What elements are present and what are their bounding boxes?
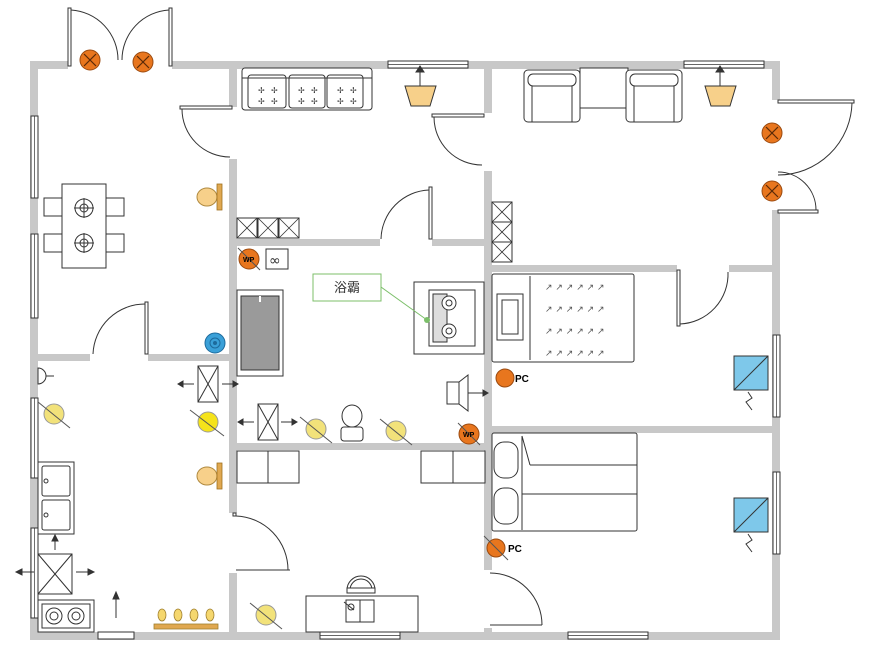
- callout-box: 浴霸: [312, 273, 430, 323]
- coffee-table: [579, 67, 629, 109]
- ceiling-light-icon: [761, 122, 783, 144]
- sofa-cushion-marks: ✢ ✢ ✢ ✢ ✢ ✢ ✢ ✢ ✢ ✢ ✢ ✢: [258, 86, 357, 106]
- arrows: [237, 418, 298, 426]
- ceiling-light-icon: [79, 49, 101, 71]
- wall-light-icon: [249, 602, 283, 630]
- svg-text:✢: ✢: [350, 97, 357, 106]
- stove-icon: [37, 599, 95, 633]
- wall-light-icon: [189, 409, 225, 437]
- desk-icon: [305, 575, 419, 633]
- svg-text:✢: ✢: [311, 97, 318, 106]
- svg-text:✢: ✢: [337, 97, 344, 106]
- door-openings: [68, 60, 781, 628]
- wp-label: WP: [463, 432, 475, 439]
- ceiling-light-icon: [132, 51, 154, 73]
- wall-light-icon: [299, 416, 333, 444]
- bulb-row: [153, 608, 219, 630]
- callout-label: 浴霸: [334, 281, 360, 296]
- range-hood-icon: [14, 533, 96, 595]
- wall-lamp-icon: [37, 367, 54, 385]
- bed-icon: [491, 432, 638, 532]
- svg-text:✢: ✢: [311, 86, 318, 95]
- svg-text:✢: ✢: [298, 86, 305, 95]
- ceiling-light-icon: [761, 180, 783, 202]
- svg-text:↗ ↗ ↗ ↗ ↗ ↗: ↗ ↗ ↗ ↗ ↗ ↗: [545, 305, 605, 315]
- arrow-up-icon: [112, 590, 120, 618]
- dining-table-icon: [43, 183, 125, 269]
- pc-light: PC: [483, 535, 522, 561]
- svg-text:↗ ↗ ↗ ↗ ↗ ↗: ↗ ↗ ↗ ↗ ↗ ↗: [545, 327, 605, 337]
- bed-pattern: ↗ ↗ ↗ ↗ ↗ ↗ ↗ ↗ ↗ ↗ ↗ ↗ ↗ ↗ ↗ ↗ ↗ ↗ ↗ ↗ …: [545, 283, 605, 359]
- window-ac-icon: [733, 355, 769, 411]
- wall-light-icon: [379, 418, 413, 446]
- wp-light: WP: [237, 247, 261, 271]
- svg-text:✢: ✢: [298, 97, 305, 106]
- bed-icon: [491, 273, 635, 363]
- windows: [30, 60, 781, 640]
- pc-label: PC: [508, 544, 522, 555]
- toilet-icon: [340, 404, 364, 442]
- wall-sconce-icon: [196, 462, 223, 490]
- vent-fan-icon: ∞: [265, 248, 289, 270]
- svg-text:✢: ✢: [271, 86, 278, 95]
- svg-text:✢: ✢: [350, 86, 357, 95]
- svg-text:✢: ✢: [258, 97, 265, 106]
- window-ac-icon: [446, 373, 489, 413]
- wp-label: WP: [243, 257, 255, 264]
- armchair-icon: [625, 69, 683, 123]
- svg-text:✢: ✢: [271, 97, 278, 106]
- svg-text:✢: ✢: [258, 86, 265, 95]
- svg-text:✢: ✢: [337, 86, 344, 95]
- vent-icon: [404, 65, 437, 107]
- doors: [67, 7, 855, 626]
- bathtub-icon: [236, 289, 284, 377]
- window-ac-icon: [177, 365, 239, 403]
- svg-text:↗ ↗ ↗ ↗ ↗ ↗: ↗ ↗ ↗ ↗ ↗ ↗: [545, 349, 605, 359]
- wall-sconce-icon: [196, 183, 223, 211]
- wp-light: WP: [457, 422, 481, 446]
- wall-light-icon: [37, 401, 71, 429]
- sofa-icon: [241, 67, 373, 111]
- fan-icon: [204, 332, 226, 354]
- svg-text:↗ ↗ ↗ ↗ ↗ ↗: ↗ ↗ ↗ ↗ ↗ ↗: [545, 283, 605, 293]
- cabinet: [236, 450, 486, 484]
- pc-label: PC: [515, 374, 529, 385]
- walls: [30, 61, 780, 640]
- vent-icon: [704, 65, 737, 107]
- xbox-cabinet: [257, 403, 279, 441]
- armchair-icon: [523, 69, 581, 123]
- svg-text:∞: ∞: [269, 253, 281, 269]
- pc-light: PC: [495, 368, 529, 388]
- sink-icon: [37, 461, 75, 535]
- window-ac-icon: [733, 497, 769, 553]
